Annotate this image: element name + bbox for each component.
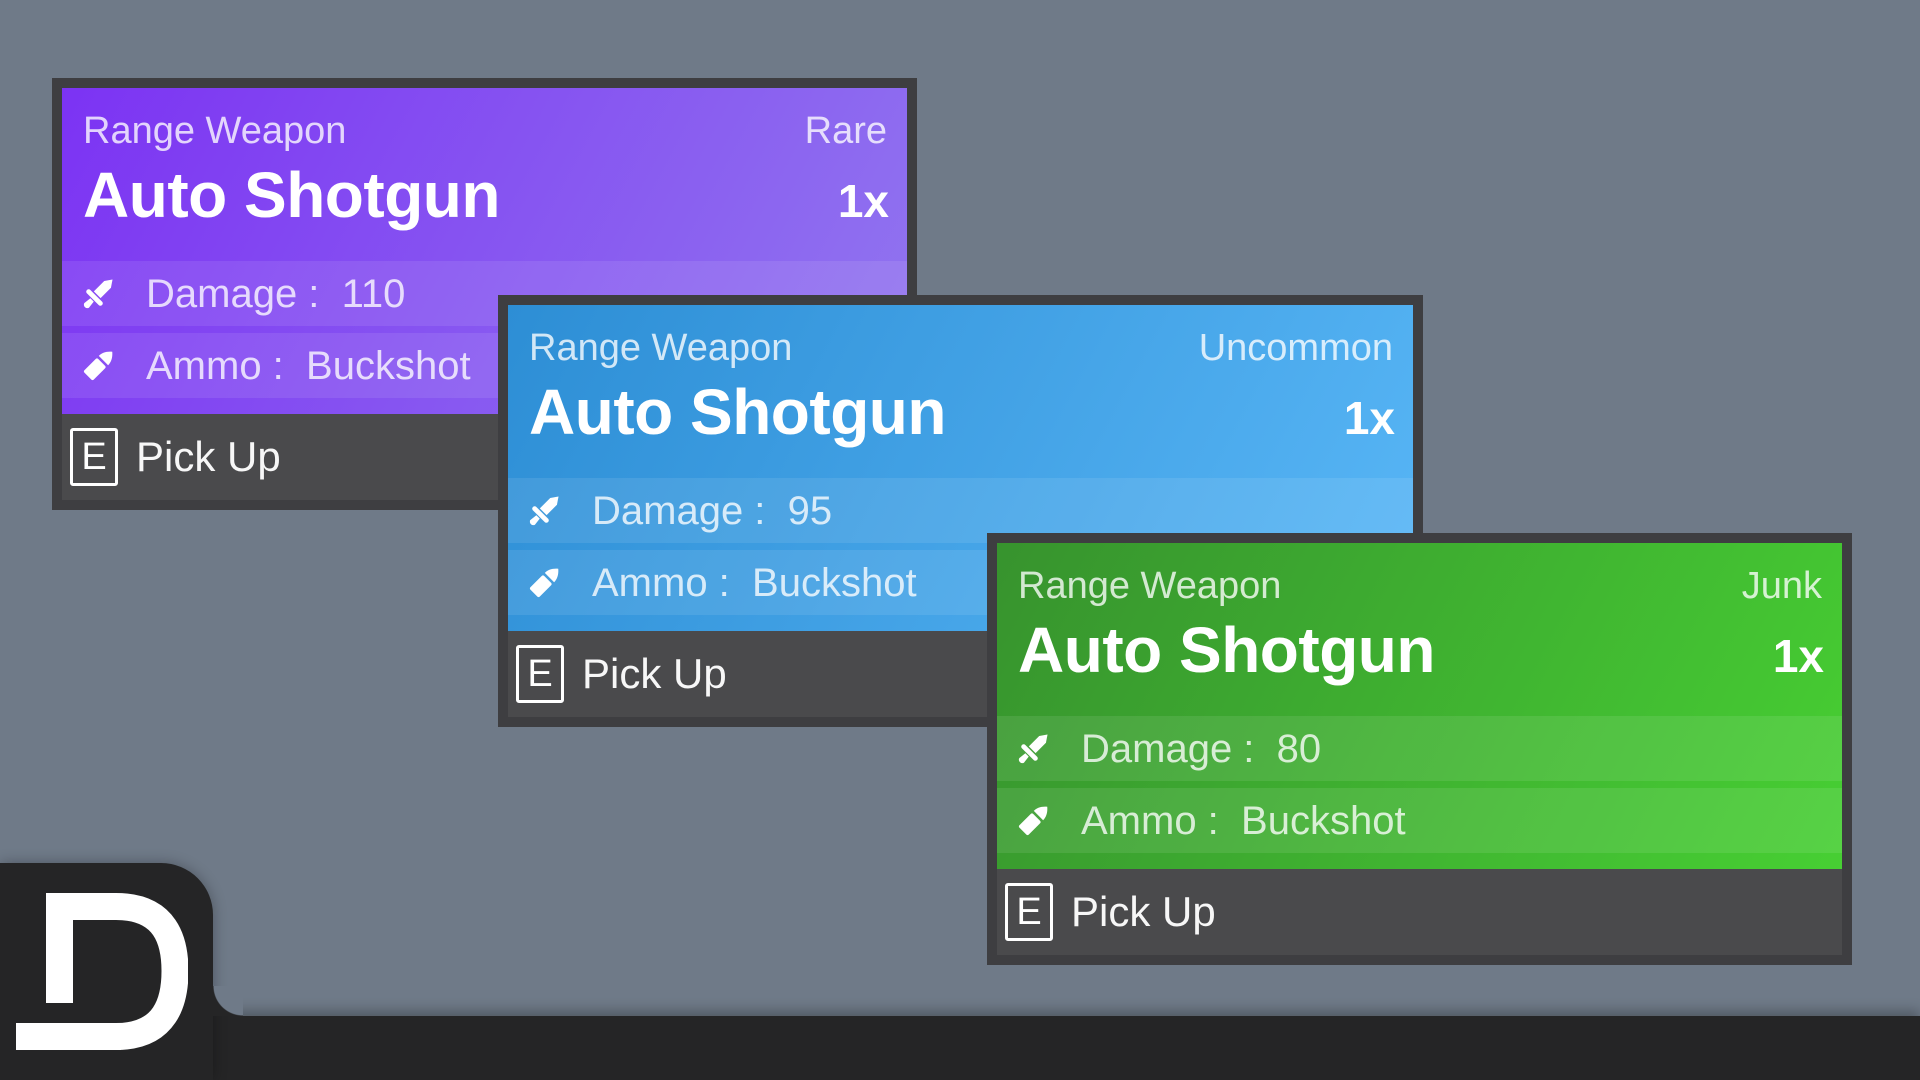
ammo-stat-text: Ammo : Buckshot <box>1081 798 1406 843</box>
item-name: Auto Shotgun <box>529 376 946 448</box>
stat-row-damage: Damage : 80 <box>997 716 1842 781</box>
item-quantity: 1x <box>837 175 889 227</box>
item-title-row: Auto Shotgun 1x <box>997 615 1842 685</box>
item-rarity-label: Junk <box>1741 565 1822 607</box>
bullet-icon <box>76 344 120 388</box>
item-stats: Damage : 80 Ammo : Buckshot <box>997 716 1842 853</box>
stat-row-ammo: Ammo : Buckshot <box>997 788 1842 853</box>
e-key-badge[interactable]: E <box>1005 883 1053 941</box>
d-logo <box>16 893 188 1050</box>
sword-icon <box>522 489 566 533</box>
damage-stat-text: Damage : 95 <box>592 488 833 533</box>
stat-row-damage: Damage : 95 <box>508 478 1413 543</box>
item-card-header: Range Weapon Rare <box>62 88 907 152</box>
logo-panel <box>0 863 213 1080</box>
e-key-badge[interactable]: E <box>70 428 118 486</box>
item-card-header: Range Weapon Junk <box>997 543 1842 607</box>
damage-stat-text: Damage : 80 <box>1081 726 1322 771</box>
pickup-label: Pick Up <box>1071 888 1216 935</box>
item-title-row: Auto Shotgun 1x <box>508 377 1413 447</box>
pickup-label: Pick Up <box>136 433 281 480</box>
bottom-bar <box>0 1016 1920 1080</box>
bullet-icon <box>522 561 566 605</box>
item-title-row: Auto Shotgun 1x <box>62 160 907 230</box>
ammo-stat-text: Ammo : Buckshot <box>592 560 917 605</box>
stat-row-damage: Damage : 110 <box>62 261 907 326</box>
item-type-label: Range Weapon <box>1018 565 1282 607</box>
item-name: Auto Shotgun <box>1018 614 1435 686</box>
item-card-body: Range Weapon Junk Auto Shotgun 1x Da <box>997 543 1842 869</box>
item-type-label: Range Weapon <box>83 110 347 152</box>
sword-icon <box>1011 727 1055 771</box>
pickup-label: Pick Up <box>582 650 727 697</box>
corner-fillet <box>213 986 243 1016</box>
ammo-stat-text: Ammo : Buckshot <box>146 343 471 388</box>
item-card-junk: Range Weapon Junk Auto Shotgun 1x Da <box>987 533 1852 965</box>
bullet-icon <box>1011 799 1055 843</box>
item-rarity-label: Uncommon <box>1198 327 1393 369</box>
item-quantity: 1x <box>1343 392 1395 444</box>
item-type-label: Range Weapon <box>529 327 793 369</box>
item-card-header: Range Weapon Uncommon <box>508 305 1413 369</box>
item-quantity: 1x <box>1772 630 1824 682</box>
damage-stat-text: Damage : 110 <box>146 271 406 316</box>
item-name: Auto Shotgun <box>83 159 500 231</box>
pickup-bar[interactable]: E Pick Up <box>997 869 1842 955</box>
sword-icon <box>76 272 120 316</box>
item-rarity-label: Rare <box>804 110 887 152</box>
e-key-badge[interactable]: E <box>516 645 564 703</box>
